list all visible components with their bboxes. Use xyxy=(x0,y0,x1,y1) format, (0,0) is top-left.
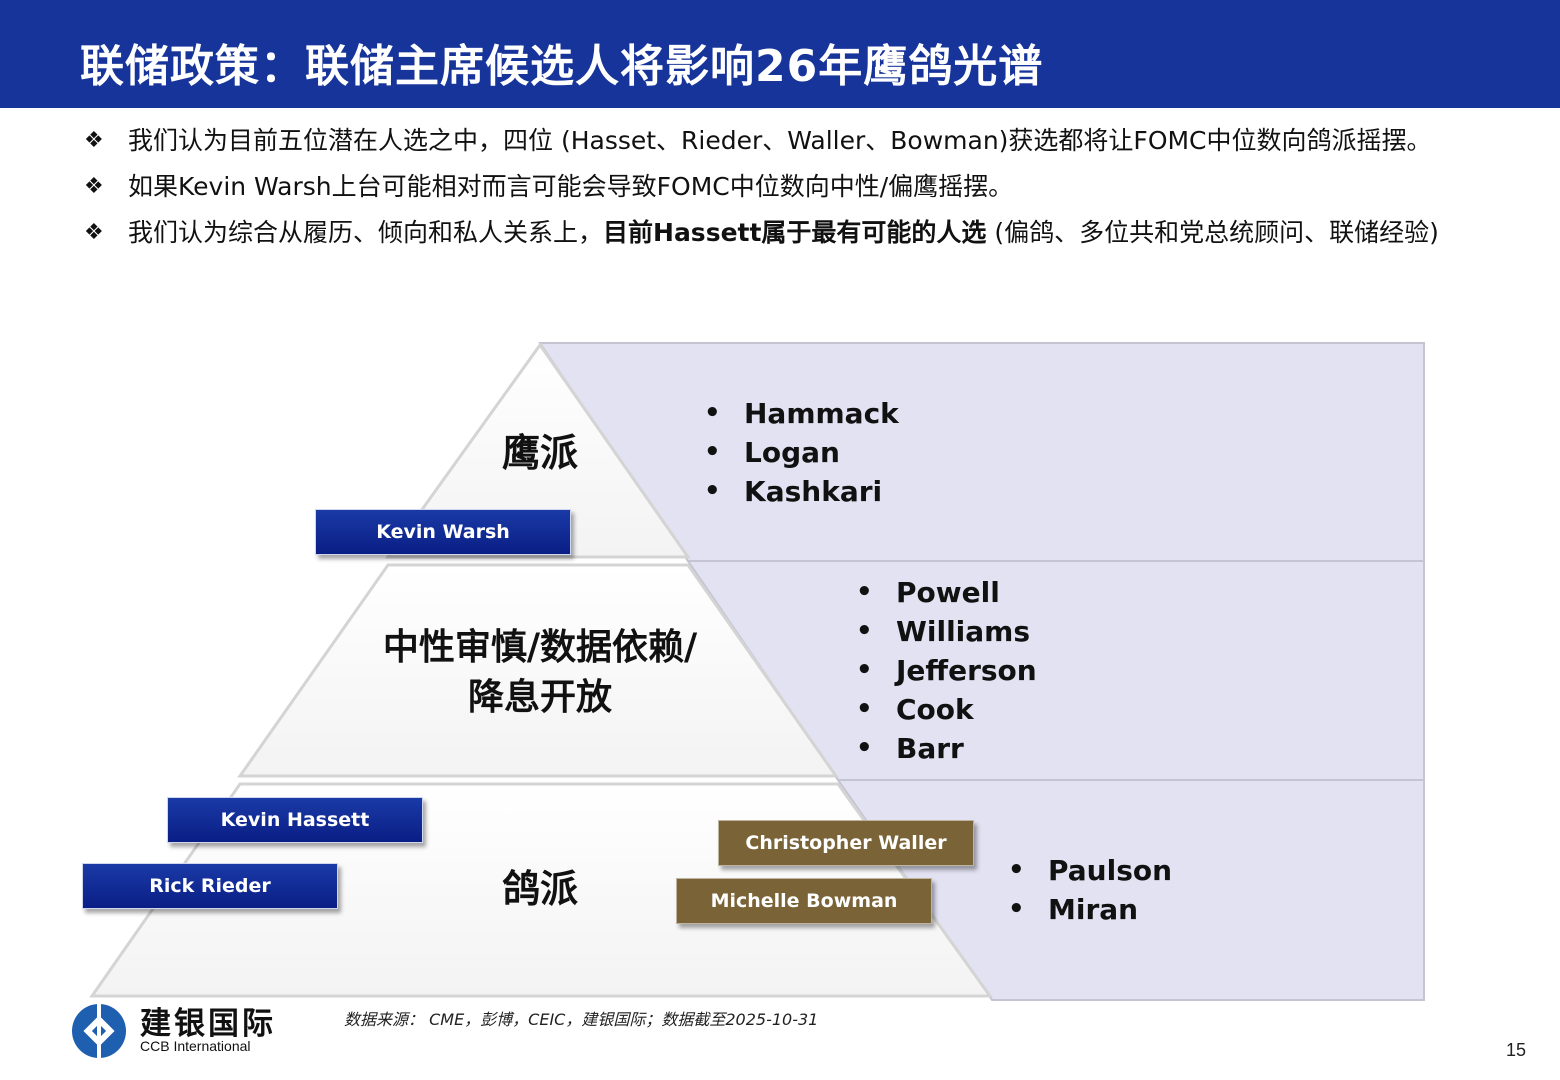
ccb-logo: 建银国际 CCB International xyxy=(70,998,330,1064)
candidate-tag-hassett: Kevin Hassett xyxy=(167,797,423,843)
source-note: 数据来源： CME，彭博，CEIC，建银国际；数据截至2025-10-31 xyxy=(344,1010,819,1029)
list-item: Hammack xyxy=(704,394,899,433)
candidate-tag-waller: Christopher Waller xyxy=(718,820,974,866)
list-item: Cook xyxy=(856,690,1037,729)
neutral-label-line: 中性审慎/数据依赖/ xyxy=(382,626,698,668)
list-item: Logan xyxy=(704,433,899,472)
diamond-bullet-icon: ❖ xyxy=(84,220,104,245)
hawk-label: 鹰派 xyxy=(501,430,578,475)
bullet-text: (偏鸽、多位共和党总统顾问、联储经验) xyxy=(986,218,1439,247)
page-number: 15 xyxy=(1506,1040,1527,1060)
bullet-list: ❖ 我们认为目前五位潜在人选之中，四位 (Hasset、Rieder、Walle… xyxy=(84,124,1504,262)
list-item: Williams xyxy=(856,612,1037,651)
bullet-item: ❖ 我们认为目前五位潜在人选之中，四位 (Hasset、Rieder、Walle… xyxy=(84,124,1504,158)
hawk-name-list: Hammack Logan Kashkari xyxy=(704,394,899,511)
bullet-text-bold: 目前Hassett属于最有可能的人选 xyxy=(603,218,987,247)
neutral-label: 中性审慎/数据依赖/ 降息开放 xyxy=(330,622,750,722)
list-item: Barr xyxy=(856,729,1037,768)
neutral-tier xyxy=(237,563,839,778)
hawk-panel xyxy=(538,342,1425,562)
bullet-text: 我们认为目前五位潜在人选之中，四位 (Hasset、Rieder、Waller、… xyxy=(128,126,1432,155)
list-item: Miran xyxy=(1008,890,1172,929)
logo-text-en: CCB International xyxy=(140,1038,251,1054)
page-title: 联储政策：联储主席候选人将影响26年鹰鸽光谱 xyxy=(80,41,1044,92)
ccb-logo-icon xyxy=(72,1002,126,1060)
candidate-tag-warsh: Kevin Warsh xyxy=(315,509,571,555)
diamond-bullet-icon: ❖ xyxy=(84,128,104,153)
hawk-tier xyxy=(385,342,691,559)
bullet-item: ❖ 如果Kevin Warsh上台可能相对而言可能会导致FOMC中位数向中性/偏… xyxy=(84,170,1504,204)
list-item: Powell xyxy=(856,573,1037,612)
list-item: Kashkari xyxy=(704,472,899,511)
header-bar: 联储政策：联储主席候选人将影响26年鹰鸽光谱 xyxy=(0,0,1560,108)
dove-label: 鸽派 xyxy=(501,866,578,911)
list-item: Paulson xyxy=(1008,851,1172,890)
neutral-name-list: Powell Williams Jefferson Cook Barr xyxy=(856,573,1037,768)
bullet-text: 如果Kevin Warsh上台可能相对而言可能会导致FOMC中位数向中性/偏鹰摇… xyxy=(128,172,1014,201)
bullet-item: ❖ 我们认为综合从履历、倾向和私人关系上，目前Hassett属于最有可能的人选 … xyxy=(84,216,1504,250)
diamond-bullet-icon: ❖ xyxy=(84,174,104,199)
list-item: Jefferson xyxy=(856,651,1037,690)
dove-name-list: Paulson Miran xyxy=(1008,851,1172,929)
neutral-label-line: 降息开放 xyxy=(467,676,612,718)
candidate-tag-rieder: Rick Rieder xyxy=(82,863,338,909)
logo-text-cn: 建银国际 xyxy=(140,1006,276,1042)
bullet-text: 我们认为综合从履历、倾向和私人关系上， xyxy=(128,218,604,247)
candidate-tag-bowman: Michelle Bowman xyxy=(676,878,932,924)
